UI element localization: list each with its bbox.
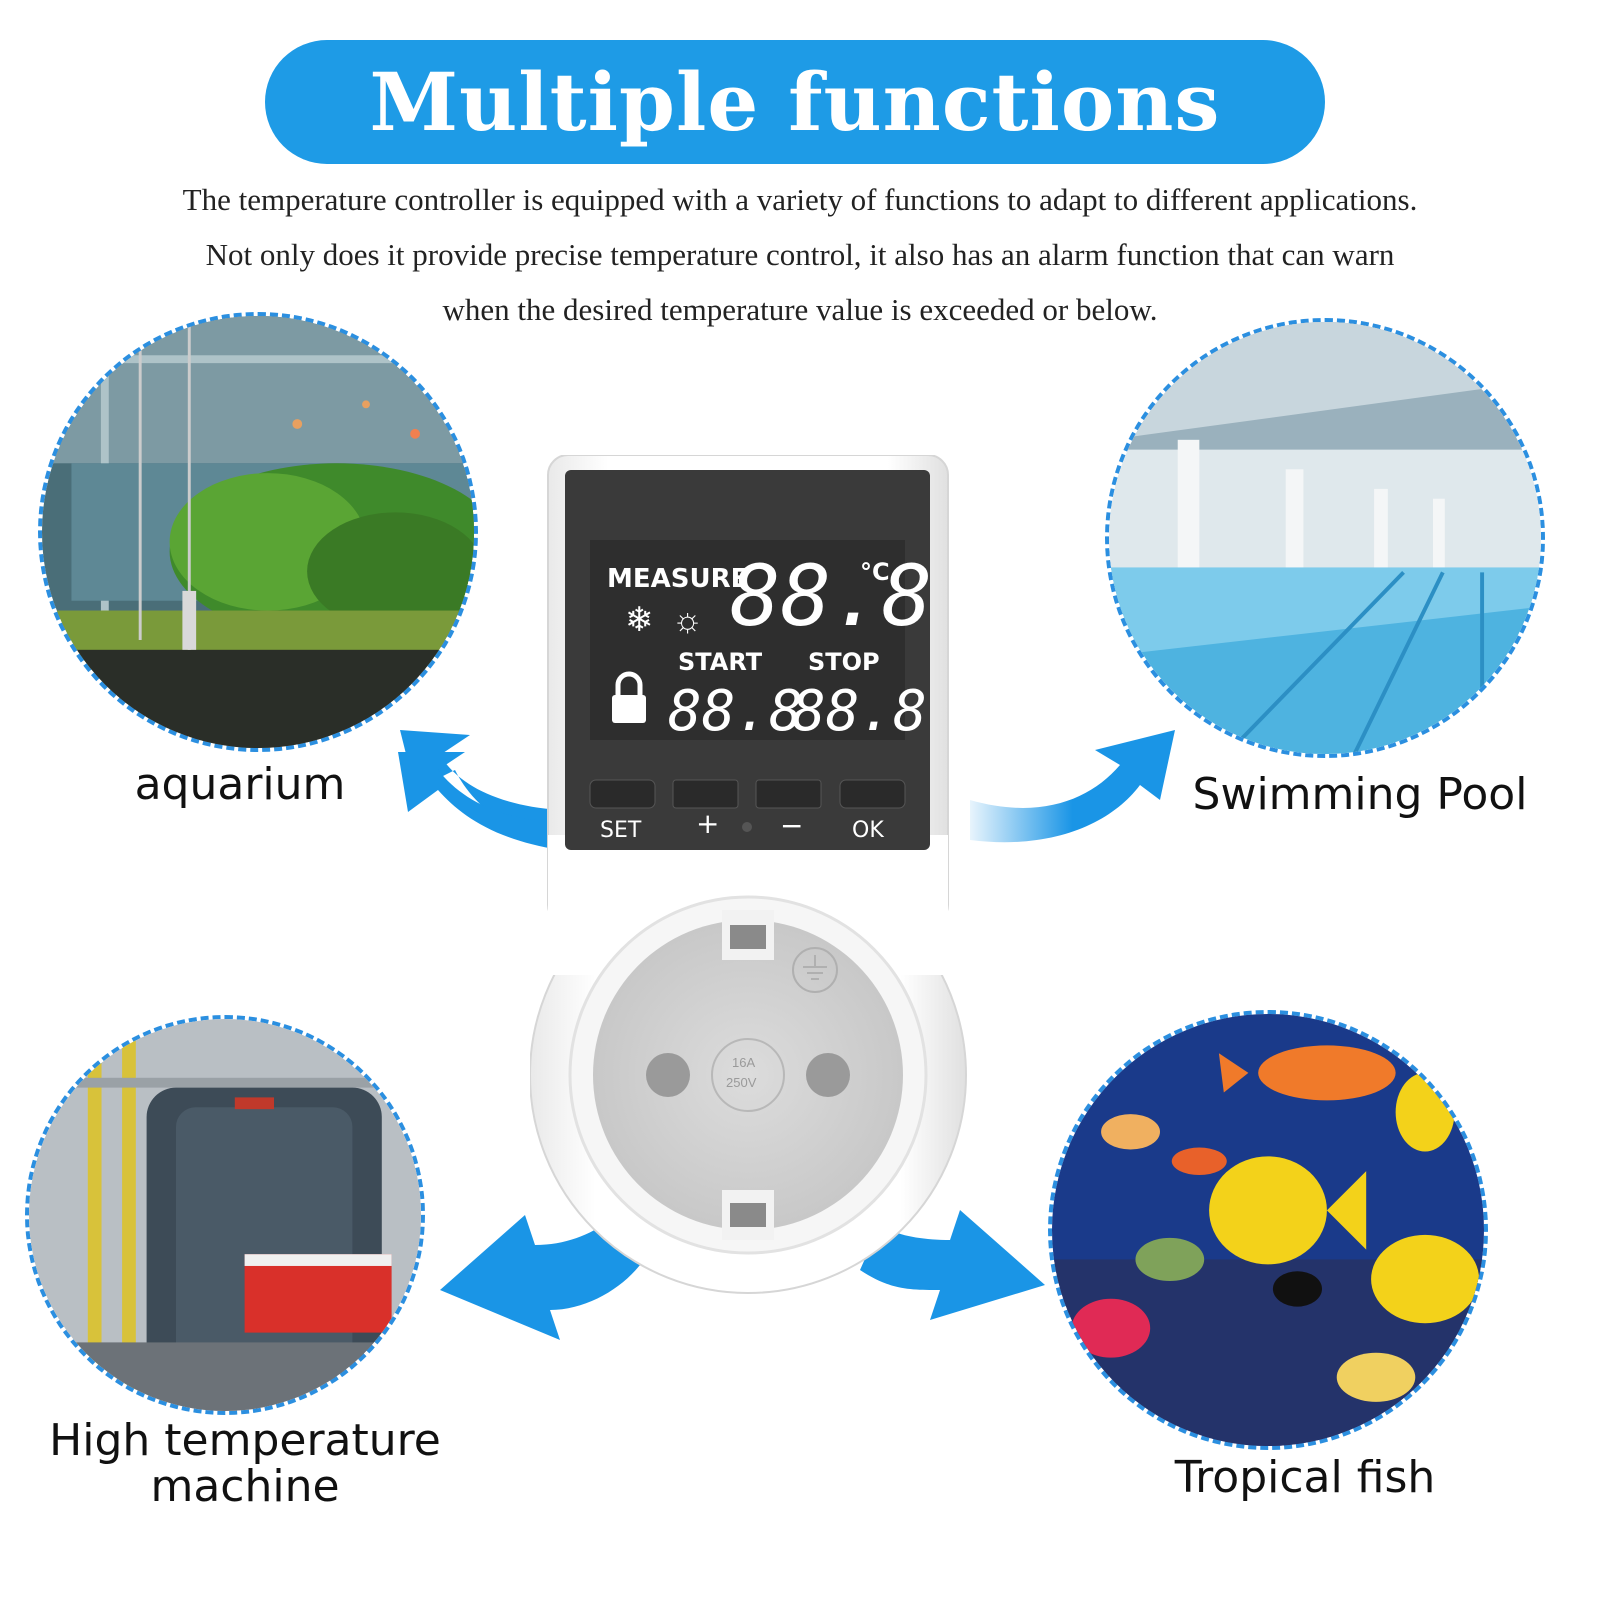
- label-machine-line2: machine: [150, 1461, 340, 1512]
- ok-button[interactable]: OK: [839, 779, 906, 843]
- machine-image: [25, 1015, 425, 1415]
- aquarium-image: [38, 312, 478, 752]
- set-button[interactable]: SET: [589, 779, 656, 843]
- label-fish: Tropical fish: [1174, 1452, 1436, 1503]
- indicator-led: [742, 822, 752, 832]
- fish-image: [1048, 1010, 1488, 1450]
- intro-line: The temperature controller is equipped w…: [182, 182, 1418, 217]
- lock-icon: [612, 671, 646, 723]
- pool-picture: [1109, 322, 1541, 754]
- pool-image: [1105, 318, 1545, 758]
- minus-button[interactable]: −: [755, 779, 822, 842]
- start-value: 88.8: [668, 679, 803, 744]
- intro-paragraph: The temperature controller is equipped w…: [40, 172, 1560, 337]
- intro-line: Not only does it provide precise tempera…: [205, 237, 1395, 272]
- label-aquarium: aquarium: [134, 759, 346, 810]
- socket-hole-left: [646, 1053, 690, 1097]
- title-banner: Multiple functions: [265, 40, 1325, 164]
- plus-button[interactable]: +: [672, 779, 739, 840]
- label-machine: High temperature machine: [45, 1418, 445, 1510]
- page-title: Multiple functions: [369, 55, 1221, 149]
- stop-label: STOP: [808, 648, 880, 676]
- aquarium-picture: [42, 316, 474, 748]
- arrow-pool: [970, 730, 1175, 843]
- measure-value: 88.8: [730, 547, 932, 645]
- ground-icon: [792, 947, 838, 993]
- plus-button-label: +: [696, 807, 719, 840]
- socket-rating-volts: 250V: [726, 1075, 757, 1090]
- ok-button-label: OK: [852, 818, 884, 843]
- snowflake-icon: ❄: [625, 601, 654, 639]
- intro-line: when the desired temperature value is ex…: [442, 292, 1158, 327]
- start-label: START: [678, 648, 763, 676]
- label-pool: Swimming Pool: [1192, 769, 1528, 820]
- fish-picture: [1052, 1014, 1484, 1446]
- socket-rating-amps: 16A: [732, 1055, 755, 1070]
- thermostat-device: MEASURE 88.8 °C ❄ ☼ START STOP 88.8 88.8…: [530, 455, 967, 1294]
- socket-hole-right: [806, 1053, 850, 1097]
- sun-icon: ☼: [672, 601, 703, 639]
- unit-label: °C: [860, 558, 890, 586]
- stop-value: 88.8: [792, 679, 927, 744]
- measure-label: MEASURE: [607, 564, 748, 594]
- set-button-label: SET: [600, 818, 642, 843]
- minus-button-label: −: [780, 809, 803, 842]
- machine-picture: [29, 1019, 421, 1411]
- label-machine-line1: High temperature: [49, 1415, 441, 1466]
- arrow-machine: [440, 1215, 640, 1340]
- arrow-fish: [860, 1210, 1045, 1320]
- socket-face: [593, 920, 903, 1230]
